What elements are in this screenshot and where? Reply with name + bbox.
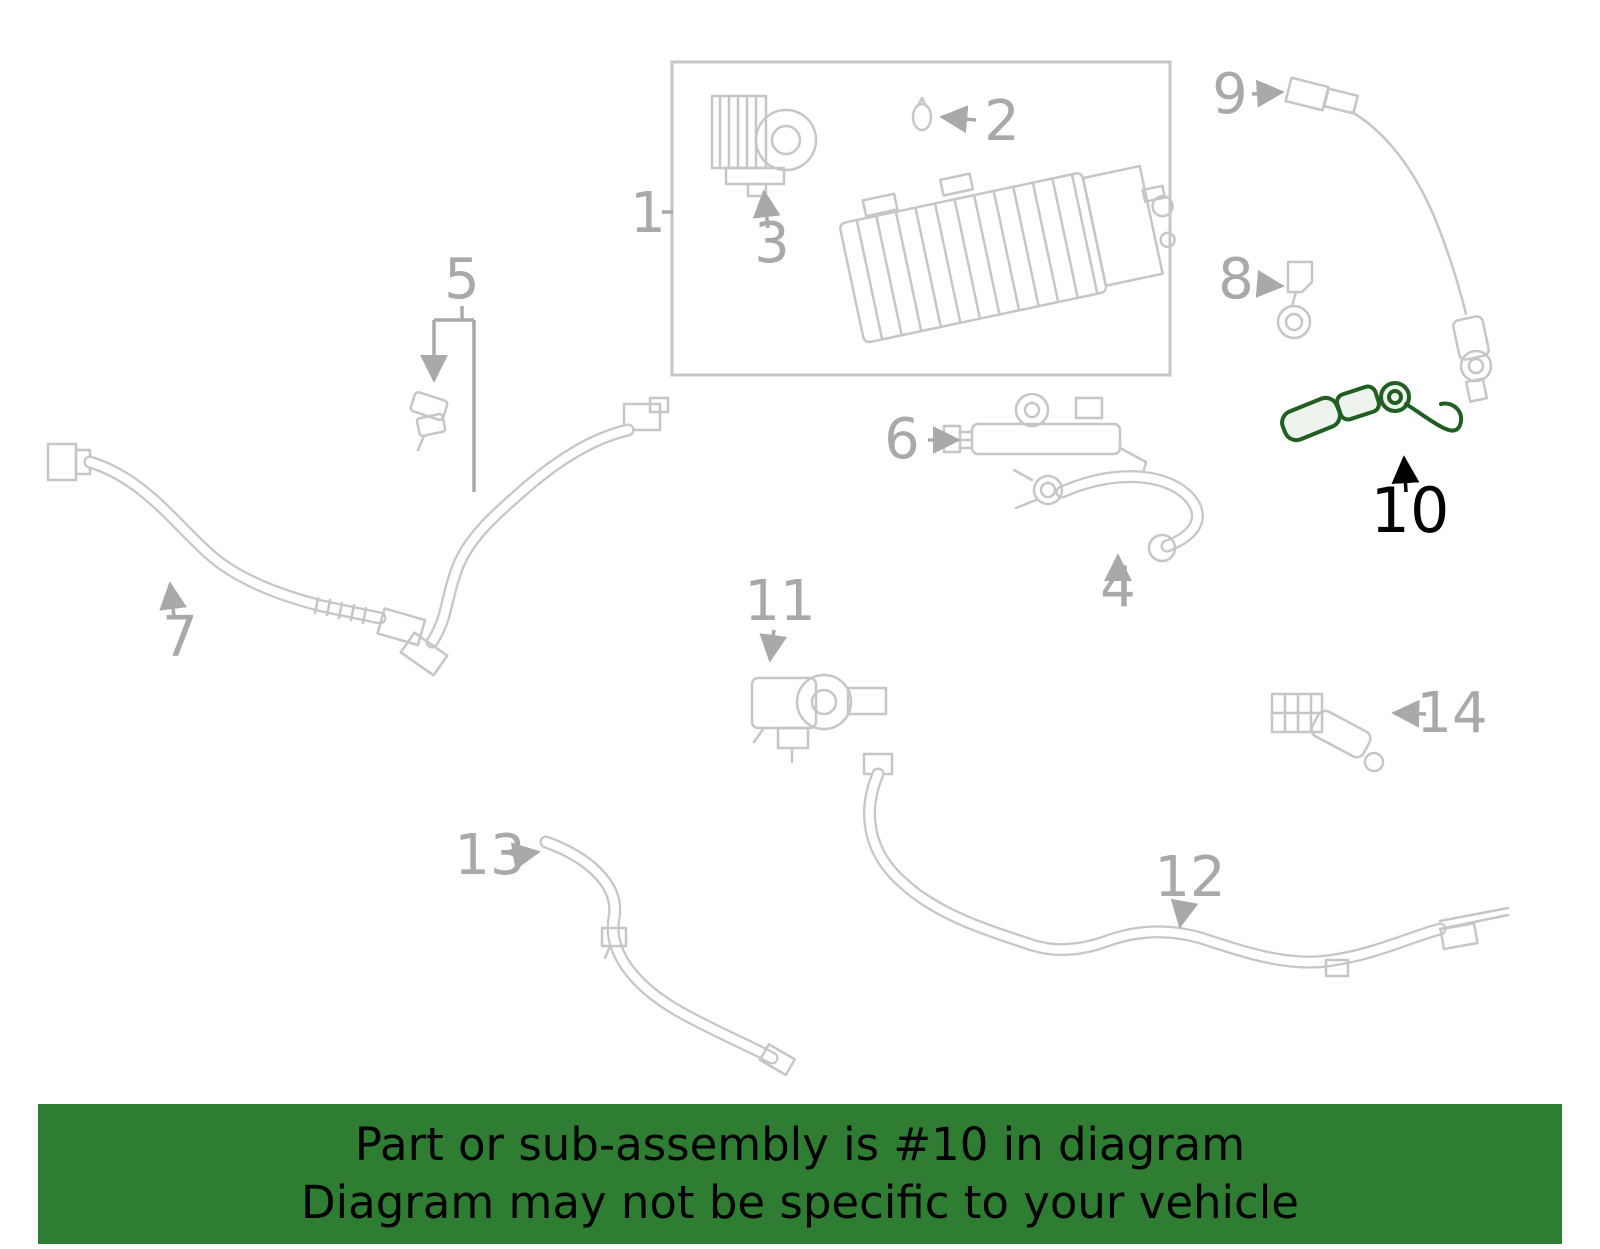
callout-12: 12 — [1154, 845, 1226, 929]
callout-7-arrow — [159, 581, 188, 617]
callout-13-arrow — [510, 842, 541, 870]
part-hose-13 — [539, 835, 797, 1077]
callout-6: 6 — [884, 407, 961, 472]
callout-9: 9 — [1212, 62, 1285, 127]
callout-12-arrow — [1170, 898, 1199, 929]
callout-1: 1 — [630, 181, 673, 246]
callout-8-arrow — [1255, 269, 1285, 298]
callout-4: 4 — [1100, 553, 1136, 620]
callout-2-label: 2 — [984, 89, 1020, 154]
parts-diagram: 1 2 3 4 5 6 7 8 — [46, 60, 1510, 1077]
callout-14-arrow — [1391, 699, 1427, 728]
part-oxygen-sensor-10-highlighted — [1280, 381, 1464, 443]
callout-2-arrow — [939, 105, 977, 134]
callout-10: 10 — [1371, 455, 1450, 547]
callout-6-label: 6 — [884, 407, 920, 472]
part-valve-6 — [942, 392, 1148, 480]
callout-3: 3 — [752, 189, 790, 276]
callout-5-leader — [434, 306, 476, 492]
part-sensor-8 — [1276, 260, 1314, 340]
banner-line-2: Diagram may not be specific to your vehi… — [301, 1176, 1299, 1229]
callout-3-arrow — [752, 189, 781, 229]
highlight-banner: Part or sub-assembly is #10 in diagram D… — [38, 1104, 1562, 1244]
callout-9-label: 9 — [1212, 62, 1248, 127]
callout-9-arrow — [1251, 79, 1285, 108]
callout-10-label: 10 — [1371, 474, 1450, 547]
callout-7-label: 7 — [162, 605, 198, 670]
callout-14: 14 — [1391, 681, 1488, 746]
callout-3-label: 3 — [754, 211, 790, 276]
callout-12-label: 12 — [1154, 845, 1225, 910]
part-grommet-2 — [911, 96, 933, 132]
callout-1-label: 1 — [630, 181, 666, 246]
callout-2: 2 — [939, 89, 1020, 154]
callout-10-arrow — [1391, 455, 1420, 493]
callout-11: 11 — [744, 569, 816, 663]
part-hose-12 — [862, 752, 1510, 978]
banner-line-1: Part or sub-assembly is #10 in diagram — [354, 1118, 1246, 1172]
callout-13: 13 — [454, 823, 541, 888]
callout-5-label: 5 — [444, 247, 480, 312]
callout-7: 7 — [159, 581, 198, 670]
part-pump-11 — [750, 673, 888, 764]
part-sensor-14 — [1270, 692, 1385, 773]
part-hose-5 — [399, 396, 670, 677]
callout-11-label: 11 — [744, 569, 815, 634]
part-oxygen-sensor-9 — [1284, 76, 1493, 403]
part-clamp-5 — [409, 391, 449, 452]
callout-8: 8 — [1218, 247, 1285, 312]
callout-14-label: 14 — [1416, 681, 1487, 746]
part-pump-3 — [710, 94, 818, 198]
callout-11-arrow — [759, 629, 788, 663]
part-hose-7 — [46, 442, 427, 647]
part-charcoal-canister — [839, 164, 1176, 344]
part-hose-4 — [1012, 468, 1204, 563]
callout-5: 5 — [420, 247, 480, 492]
callout-8-label: 8 — [1218, 247, 1254, 312]
part-canister-assembly-box — [670, 60, 1172, 377]
